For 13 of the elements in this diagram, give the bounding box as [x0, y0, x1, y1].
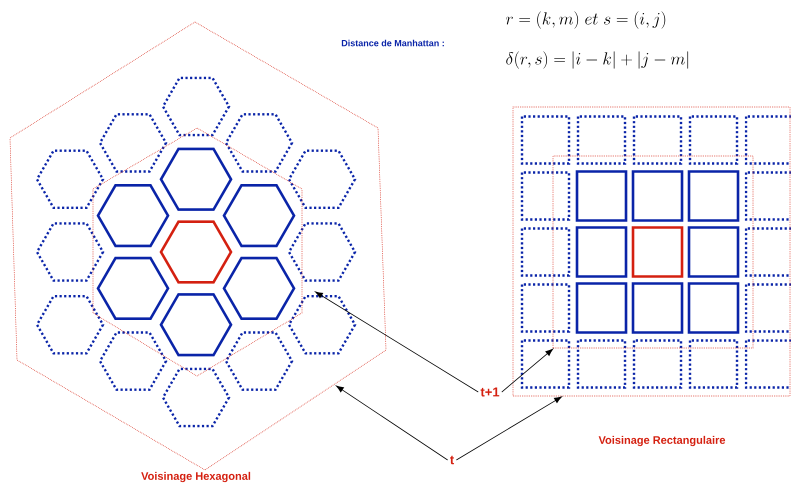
neighborhood-outline: [552, 156, 754, 348]
heading-label: Distance de Manhattan :: [342, 40, 444, 46]
step-label: t: [450, 456, 454, 464]
formula: $\delta(r,s)=\left|i-k\right|+\left|j-m\right|$: [506, 51, 688, 69]
arrow: [336, 386, 448, 460]
formula: $r=(k,m)\; et\; s=(i,j)$: [506, 11, 666, 29]
arrow: [315, 292, 479, 392]
caption-label: Voisinage Hexagonal: [141, 472, 250, 482]
neighborhood-outline: [92, 128, 302, 376]
arrow: [456, 396, 562, 460]
step-label: t+1: [480, 387, 500, 397]
arrow: [501, 348, 554, 392]
caption-label: Voisinage Rectangulaire: [598, 436, 726, 446]
